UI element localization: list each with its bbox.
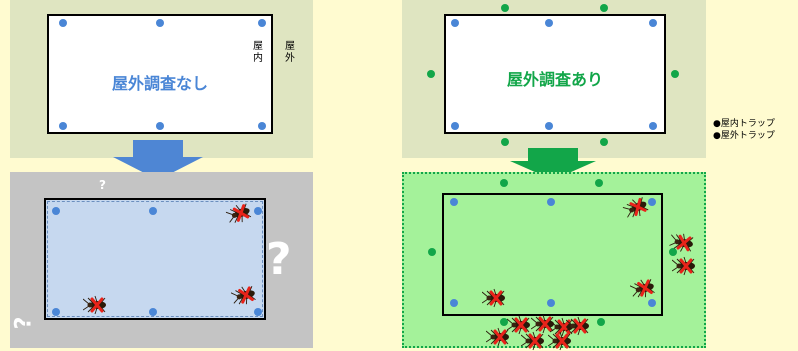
cockroach-icon [548, 331, 571, 351]
trap-dot [597, 318, 605, 326]
trap-dot [649, 122, 657, 130]
red-x-icon [676, 234, 692, 252]
trap-dot [451, 122, 459, 130]
trap-dot [156, 122, 164, 130]
down-arrow-icon [510, 148, 596, 180]
survey-house-area [442, 193, 663, 316]
trap-dot [59, 19, 67, 27]
trap-dot [648, 198, 656, 206]
trap-dot [450, 198, 458, 206]
trap-dot [669, 248, 677, 256]
red-x-icon [637, 279, 653, 297]
cockroach-icon [566, 316, 589, 336]
red-x-icon [514, 317, 528, 333]
cockroach-icon [507, 315, 530, 335]
trap-dot [600, 138, 608, 146]
trap-dot [547, 198, 555, 206]
red-x-icon [555, 333, 569, 349]
red-x-icon [232, 204, 250, 222]
trap-dot [254, 308, 262, 316]
trap-dot [500, 179, 508, 187]
left-house-title: 屋外調査なし [111, 74, 208, 93]
question-mark: ? [266, 234, 292, 285]
indoor-vertical-label: 屋内 [253, 41, 263, 64]
trap-dot [595, 179, 603, 187]
cockroach-icon [531, 314, 554, 334]
trap-dot [258, 19, 266, 27]
cockroach-icon [629, 278, 655, 298]
trap-dot [500, 318, 508, 326]
trap-dot [52, 308, 60, 316]
legend-outdoor-trap: ●屋外トラップ [713, 131, 775, 141]
trap-dot [258, 122, 266, 130]
trap-dot [545, 122, 553, 130]
red-x-icon [493, 329, 507, 345]
cockroach-icon [622, 197, 649, 218]
trap-dot [156, 19, 164, 27]
trap-dot [648, 299, 656, 307]
red-x-icon [489, 290, 503, 306]
trap-dot [600, 4, 608, 12]
right-house-box: 屋外調査あり [444, 14, 666, 134]
red-x-icon [629, 197, 647, 217]
no-survey-house-area [44, 198, 266, 320]
trap-dot [149, 207, 157, 215]
cockroach-icon [225, 203, 252, 223]
trap-dot [545, 19, 553, 27]
trap-dot [427, 70, 435, 78]
red-x-icon [573, 318, 587, 334]
down-arrow-icon [113, 140, 203, 180]
trap-dot [649, 19, 657, 27]
question-mark: ? [99, 178, 106, 192]
cockroach-icon [486, 327, 509, 347]
trap-dot [52, 207, 60, 215]
red-x-icon [90, 297, 104, 313]
red-x-icon [528, 333, 542, 349]
red-x-icon [538, 316, 552, 332]
trap-dot [547, 299, 555, 307]
trap-dot [428, 248, 436, 256]
trap-dot [451, 19, 459, 27]
red-x-icon [557, 319, 571, 335]
trap-dot [501, 138, 509, 146]
red-x-icon [238, 286, 254, 304]
trap-dot [671, 70, 679, 78]
trap-dot [501, 4, 509, 12]
cockroach-icon [230, 285, 256, 305]
trap-dot [254, 207, 262, 215]
trap-legend: ●屋内トラップ ●屋外トラップ [713, 118, 775, 142]
trap-dot [450, 299, 458, 307]
cockroach-icon [83, 295, 106, 315]
legend-indoor-trap: ●屋内トラップ [713, 119, 775, 129]
cockroach-icon [669, 233, 694, 252]
cockroach-icon [672, 256, 695, 276]
red-x-icon [679, 258, 693, 274]
trap-dot [59, 122, 67, 130]
outdoor-vertical-label: 屋外 [285, 41, 295, 64]
left-house-box: 屋外調査なし [47, 14, 273, 134]
cockroach-icon [521, 331, 544, 351]
right-house-title: 屋外調査あり [506, 70, 603, 89]
trap-dot [149, 308, 157, 316]
cockroach-icon [482, 288, 505, 308]
